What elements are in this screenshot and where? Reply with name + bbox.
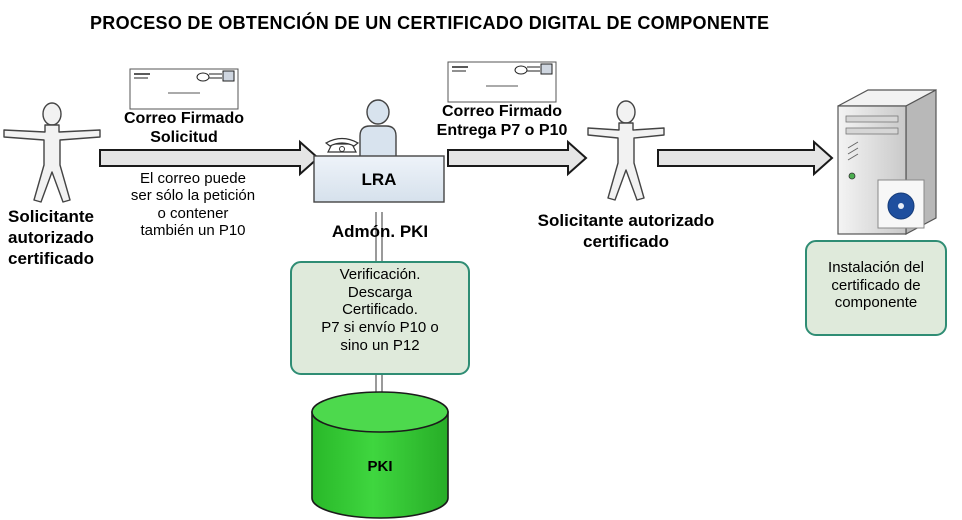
request-note-line: ser sólo la petición <box>130 187 256 205</box>
verification-line: Verificación. <box>339 266 421 283</box>
mail-request-line2: Solicitud <box>150 128 218 146</box>
applicant-label-line: certificado <box>8 249 94 269</box>
authorized-applicant-label: Solicitante autorizado certificado <box>500 210 752 252</box>
applicant-label-line: autorizado <box>8 228 94 248</box>
lra-label: LRA <box>361 170 397 189</box>
mail-request-label: Correo Firmado Solicitud <box>106 110 262 148</box>
mail-delivery-line2: Entrega P7 o P10 <box>436 121 568 139</box>
authorized-applicant-line: Solicitante autorizado <box>537 211 715 230</box>
mail-delivery-label: Correo Firmado Entrega P7 o P10 <box>414 103 590 141</box>
verification-line: P7 si envío P10 o <box>321 319 439 337</box>
arrow-to-server <box>657 139 834 177</box>
verification-box: Verificación. Descarga Certificado. P7 s… <box>290 261 470 375</box>
applicant-label: Solicitante autorizado certificado <box>8 206 94 269</box>
request-note: El correo puede ser sólo la petición o c… <box>112 170 274 239</box>
lra-caption: Admón. PKI <box>331 222 429 241</box>
installation-line: certificado de <box>831 276 921 294</box>
verification-line: Certificado. <box>342 301 418 319</box>
installation-line: Instalación del <box>828 259 924 276</box>
telephone-icon <box>324 137 360 153</box>
server-icon <box>837 89 937 235</box>
arrow-to-applicant <box>447 139 588 177</box>
verification-line: Descarga <box>347 283 413 301</box>
page-title: PROCESO DE OBTENCIÓN DE UN CERTIFICADO D… <box>90 13 770 33</box>
request-note-line: El correo puede <box>140 170 246 187</box>
envelope-icon <box>447 61 557 103</box>
applicant-label-line: Solicitante <box>8 207 94 226</box>
person-icon <box>3 102 101 203</box>
lra-workstation <box>313 99 445 203</box>
installation-box: Instalación del certificado de component… <box>805 240 947 336</box>
envelope-icon <box>129 68 239 110</box>
person-icon <box>587 100 665 201</box>
database-label: PKI <box>367 458 393 475</box>
request-note-line: o contener <box>157 204 229 222</box>
mail-request-line1: Correo Firmado <box>123 110 244 127</box>
arrow-to-lra <box>99 139 320 177</box>
authorized-applicant-line: certificado <box>583 232 669 252</box>
database-icon <box>311 391 449 519</box>
installation-line: componente <box>834 294 918 312</box>
mail-delivery-line1: Correo Firmado <box>441 103 562 120</box>
verification-line: sino un P12 <box>340 336 420 354</box>
request-note-line: también un P10 <box>140 221 246 239</box>
